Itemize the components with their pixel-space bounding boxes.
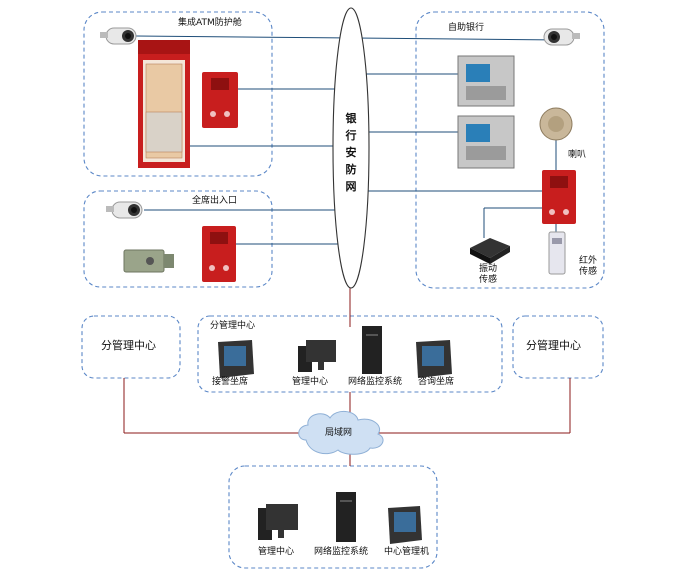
lobby-group [83,190,273,288]
consult-seat-label: 咨询坐席 [418,377,455,387]
camera-icon [106,201,143,219]
atm-booth-label: 集成ATM防护舱 [178,18,242,28]
computer-icon [298,340,336,372]
sub-center-left-label: 分管理中心 [101,339,156,352]
atm-machine-icon [457,55,515,107]
speaker-label: 喇叭 [568,150,587,160]
lobby-label: 全席出入口 [192,196,238,206]
atm-machine-icon [457,115,515,169]
dispatch-seat-label: 接警坐席 [212,377,249,387]
camera-icon [100,27,137,45]
sub-center-left-box [81,315,181,379]
network-links [135,35,563,245]
sub-center-right-label: 分管理中心 [526,339,581,352]
mid-management-label: 管理中心 [292,377,329,387]
speaker-icon [539,107,573,141]
hq-manager-label: 中心管理机 [384,547,430,557]
hq-management-label: 管理中心 [258,547,295,557]
consult-phone-icon [416,340,452,378]
security-network-label: 银行安防网 [345,112,357,193]
lan-label: 局域网 [325,428,353,438]
intercom-terminal-icon [542,170,576,224]
vibration-sensor-label: 振动 传感 [478,264,497,285]
mid-monitor-system-label: 网络监控系统 [348,377,403,387]
manager-phone-icon [388,506,422,544]
sub-center-right-box [512,315,604,379]
server-tower-icon [336,492,356,542]
lan-cloud-icon [298,411,384,455]
camera-icon [543,28,580,46]
sub-center-mid-label: 分管理中心 [210,321,256,331]
atm-booth-icon [138,40,190,168]
vibration-sensor-icon [470,238,510,264]
dispatch-phone-icon [218,340,254,378]
intercom-terminal-icon [202,72,238,128]
intercom-terminal-icon [202,226,236,282]
infrared-sensor-label: 红外 传感 [578,256,597,277]
door-lock-icon [123,249,174,273]
server-tower-icon [362,326,382,374]
hq-monitor-system-label: 网络监控系统 [314,547,369,557]
infrared-sensor-icon [548,231,566,275]
self-bank-label: 自助银行 [448,23,485,33]
headquarters-group [228,465,438,569]
computer-icon [258,504,298,540]
security-network-ellipse [332,7,370,289]
